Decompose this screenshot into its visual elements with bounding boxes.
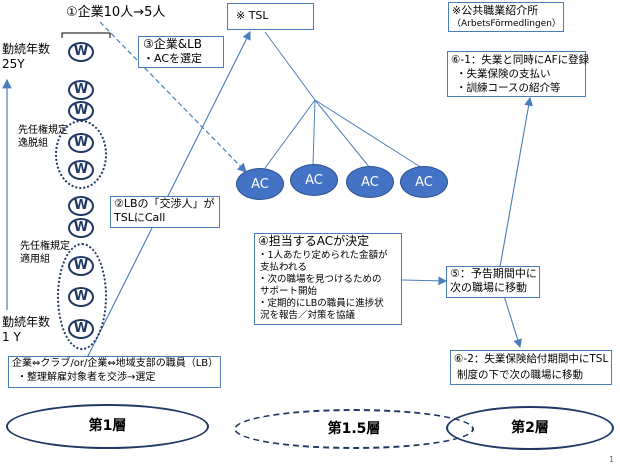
worker-node: W [68, 160, 94, 180]
step5-line1: ⑤：予告期間中に [450, 267, 537, 280]
step4-line4: サポート開始 [260, 286, 318, 297]
ac-node: AC [346, 166, 394, 198]
step2-box: ②LBの「交渉人」が TSLにCall [110, 196, 220, 228]
step4-line2: 支払われる [260, 262, 308, 273]
af-line1: ※公共職業紹介所 [452, 4, 539, 17]
ac-node: AC [400, 166, 448, 198]
applied-group-outline [57, 243, 107, 350]
step6-1-box: ⑥-1：失業と同時にAFに登録 ・失業保険の支払い ・訓練コースの紹介等 [447, 51, 590, 97]
tsl-box: ※ TSL [227, 3, 314, 30]
lb-to-tsl-line [87, 31, 251, 357]
layer-1-5-ellipse: 第1.5層 [234, 409, 474, 449]
step6-1-line1: ⑥-1：失業と同時にAFに登録 [451, 54, 590, 66]
applied-group-label-2: 適用組 [20, 254, 50, 265]
step4-line3: ・次の職場を見つけるための [258, 274, 382, 285]
step6-2-line1: ⑥-2：失業保険給付期間中にTSL [454, 353, 609, 365]
worker-node: W [68, 218, 94, 238]
tenure-top-label: 勤続年数 [2, 42, 51, 56]
step3-line2: ・ACを選定 [143, 52, 203, 65]
af-line2: （ArbetsFörmedlingen） [452, 19, 561, 29]
worker-node: W [68, 42, 94, 62]
worker-node: W [68, 256, 94, 276]
tenure-bottom-label: 勤続年数 [2, 315, 51, 329]
negotiation-box: 企業⇔クラブ/or/企業⇔地域支部の職員（LB） ・整理解雇対象者を交渉→選定 [8, 356, 221, 388]
step6-1-line2: ・失業保険の支払い [456, 68, 551, 80]
step4-line5: ・定期的にLBの職員に進捗状 [258, 298, 384, 309]
step6-2-box: ⑥-2：失業保険給付期間中にTSL 制度の下で次の職場に移動 [450, 350, 612, 385]
step4-to-step5-arrow [401, 276, 448, 286]
step1-label: ①企業10人→5人 [66, 5, 166, 20]
applied-group-label-1: 先任権規定 [20, 241, 70, 252]
step6-2-line2: 制度の下で次の職場に移動 [457, 369, 583, 381]
exempt-group-label-2: 逸脱組 [18, 138, 48, 149]
step1-bracket [61, 32, 111, 38]
af-box: ※公共職業紹介所 （ArbetsFörmedlingen） [448, 2, 564, 32]
layer-2-label: 第2層 [511, 420, 549, 436]
worker-node: W [68, 196, 94, 216]
step6-1-line3: ・訓練コースの紹介等 [456, 82, 561, 94]
exempt-group-label-1: 先任権規定 [18, 125, 68, 136]
worker-node: W [68, 101, 94, 121]
tsl-label: ※ TSL [236, 9, 269, 22]
step3-line1: ③企業&LB [143, 37, 203, 51]
step4-title: ④担当するACが決定 [258, 234, 370, 248]
negotiation-line2: ・整理解雇対象者を交渉→選定 [17, 372, 156, 383]
step3-box: ③企業&LB ・ACを選定 [138, 36, 224, 68]
step4-box: ④担当するACが決定 ・1人あたり定められた金額が 支払われる ・次の職場を見つ… [254, 233, 402, 325]
worker-node: W [68, 133, 94, 153]
layer-2-ellipse: 第2層 [446, 406, 614, 450]
layer-1-ellipse: 第1層 [6, 404, 209, 449]
exempt-group-outline [55, 120, 107, 189]
worker-node: W [68, 80, 94, 100]
ac-node: AC [290, 164, 338, 196]
step4-line6: 況を報告／対策を協議 [260, 310, 356, 321]
step2-line1: ②LBの「交渉人」が [114, 197, 215, 210]
tenure-bottom-value: 1 Y [2, 330, 21, 344]
layer-1-5-label: 第1.5層 [327, 421, 381, 437]
layer-1-label: 第1層 [88, 418, 127, 434]
tenure-top-value: 25Y [2, 57, 25, 71]
step5-line2: 次の職場に移動 [450, 281, 527, 294]
negotiation-line1: 企業⇔クラブ/or/企業⇔地域支部の職員（LB） [12, 358, 219, 369]
worker-node: W [68, 319, 94, 339]
ac-node: AC [236, 168, 284, 200]
step5-box: ⑤：予告期間中に 次の職場に移動 [446, 266, 540, 298]
worker-node: W [68, 287, 94, 307]
step5-to-step6-1-arrow [499, 96, 533, 268]
step4-line1: ・1人あたり定められた金額が [258, 250, 388, 261]
step2-line2: TSLにCall [114, 211, 166, 224]
dashed-arrow-to-ac [99, 21, 247, 173]
page-number: 1 [609, 455, 615, 464]
